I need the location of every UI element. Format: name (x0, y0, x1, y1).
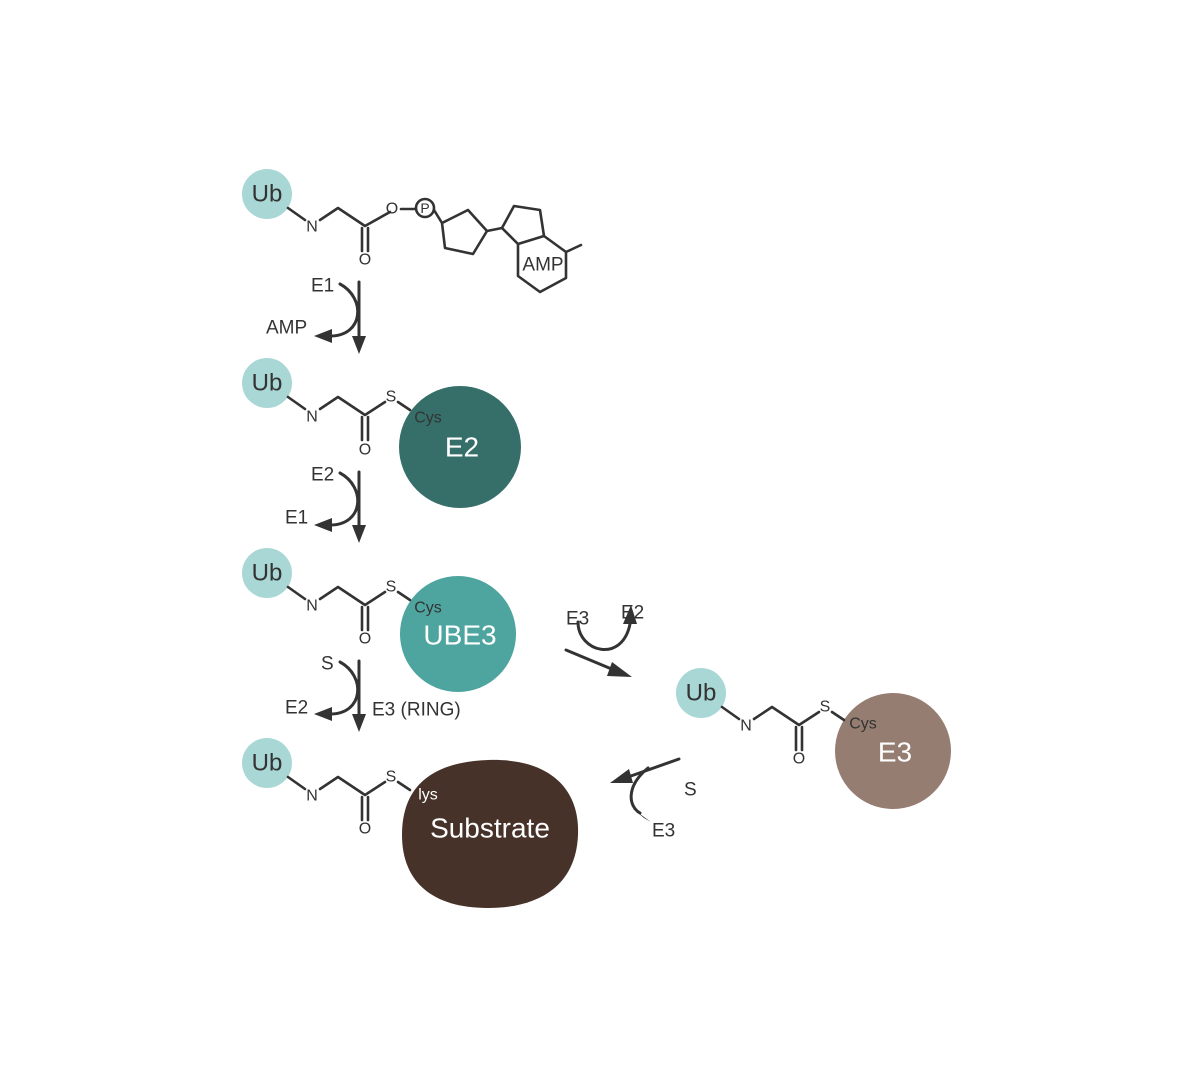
reaction-step-3: S E2 E3 (RING) (285, 654, 461, 732)
curved-arrow (576, 620, 632, 651)
sulfur-atom: S (820, 699, 831, 716)
sulfur-atom: S (386, 389, 397, 406)
ube3-label: UBE3 (423, 620, 496, 651)
oxygen-atom: O (359, 442, 371, 459)
ub-circle (676, 668, 726, 718)
curved-arrow (328, 282, 360, 338)
e2-label: E2 (445, 432, 479, 463)
step-output-label: E3 (652, 821, 675, 842)
arrow-head (352, 336, 366, 354)
ub-circle (242, 738, 292, 788)
backbone-bond (286, 395, 412, 417)
ub-label: Ub (252, 181, 283, 208)
ub-ube3-thioester: UBE3 Cys Ub N O S (242, 548, 516, 692)
curved-arrow (328, 660, 360, 716)
backbone-bond (286, 206, 392, 228)
ub-label: Ub (252, 750, 283, 777)
ub-circle (242, 548, 292, 598)
reaction-step-1: E1 AMP (266, 276, 366, 354)
arrow-head (633, 809, 651, 822)
cys-label: Cys (849, 716, 877, 733)
step-input-label: E2 (311, 465, 334, 486)
reaction-arrow (626, 757, 681, 779)
step-input-label: S (321, 654, 334, 675)
e3-enzyme (835, 693, 951, 809)
cys-label: Cys (414, 410, 442, 427)
oxygen-atom: O (359, 252, 371, 269)
phosphate-circle (414, 197, 436, 219)
backbone-bond (286, 585, 412, 607)
cys-label: Cys (414, 600, 442, 617)
nitrogen-atom: N (740, 718, 752, 735)
arrow-head (607, 662, 632, 677)
nitrogen-atom: N (306, 788, 318, 805)
sulfur-atom: S (386, 769, 397, 786)
step-output-label: E1 (285, 508, 308, 529)
ub-label: Ub (252, 560, 283, 587)
substrate-blob (402, 759, 579, 908)
ub-label: Ub (252, 370, 283, 397)
step-output-label: E2 (621, 603, 644, 624)
backbone-bond (720, 705, 846, 727)
ub-circle (242, 169, 292, 219)
carbonyl-bond (360, 795, 370, 822)
e3-label: E3 (878, 737, 912, 768)
carbonyl-bond (360, 605, 370, 632)
arrow-head (314, 329, 332, 343)
curved-arrow (328, 471, 360, 527)
arrow-head (352, 525, 366, 543)
ub-label: Ub (686, 680, 717, 707)
branch-arrow-to-e3: E3 E2 (564, 603, 644, 677)
ub-amp-conjugate: Ub N O O P AMP (242, 169, 583, 294)
e2-enzyme (399, 386, 521, 508)
step-input-label: E1 (311, 276, 334, 297)
nitrogen-atom: N (306, 409, 318, 426)
carbonyl-bond (794, 725, 804, 752)
nitrogen-atom: N (306, 219, 318, 236)
ub-circle (242, 358, 292, 408)
carbonyl-bond (360, 415, 370, 442)
oxygen-atom: O (359, 821, 371, 838)
lys-label: lys (418, 787, 438, 804)
oxygen-atom: O (793, 751, 805, 768)
ribose-ring (432, 208, 504, 256)
ub-e3-thioester: E3 Cys Ub N O S (676, 668, 951, 809)
step-side-label: E3 (RING) (372, 700, 461, 721)
amp-label: AMP (522, 255, 563, 276)
arrow-head (314, 707, 332, 721)
nitrogen-atom: N (306, 598, 318, 615)
reaction-step-2: E2 E1 (285, 465, 366, 543)
substrate-label: Substrate (430, 813, 550, 844)
backbone-bond (286, 775, 412, 797)
step-input-label: E3 (566, 609, 589, 630)
sulfur-atom: S (386, 579, 397, 596)
arrow-head (352, 714, 366, 732)
oxygen-atom: O (386, 201, 398, 218)
ub-e2-thioester: E2 Cys Ub N O S (242, 358, 521, 508)
arrow-head (314, 518, 332, 532)
curved-arrow (629, 766, 650, 815)
arrow-head (623, 605, 637, 624)
ub-substrate-conjugate: Substrate lys Ub N O S (242, 738, 579, 908)
adenine-ring (500, 204, 583, 294)
carbonyl-bond (360, 226, 370, 253)
arrow-head (610, 769, 633, 783)
phosphorus-atom: P (420, 200, 429, 216)
step-input-label: S (684, 780, 697, 801)
branch-arrow-to-substrate: S E3 (610, 757, 697, 842)
oxygen-atom: O (359, 631, 371, 648)
reaction-arrow (564, 648, 616, 672)
ube3-enzyme (400, 576, 516, 692)
step-output-label: AMP (266, 318, 307, 339)
step-output-label: E2 (285, 698, 308, 719)
